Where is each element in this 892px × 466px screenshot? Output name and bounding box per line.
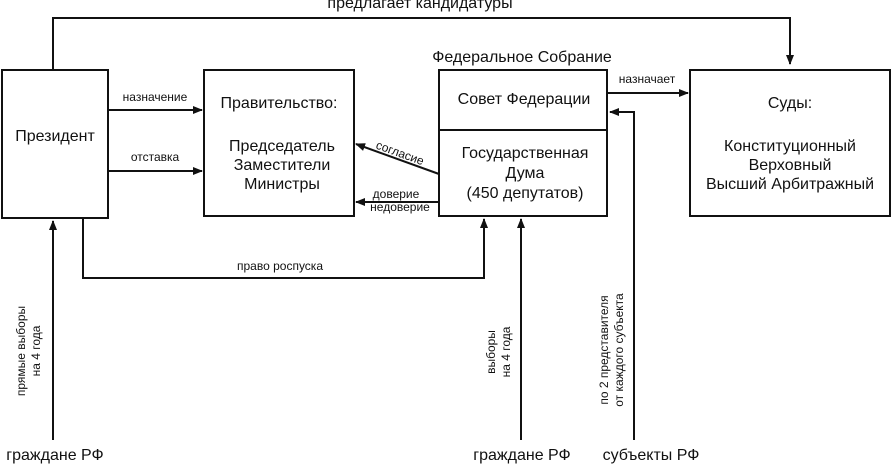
federal-assembly-title: Федеральное Собрание bbox=[432, 49, 612, 66]
direct-elections-label-2: на 4 года bbox=[29, 325, 43, 376]
representatives-label-1: по 2 представителя bbox=[597, 295, 611, 404]
courts-title: Суды: bbox=[768, 95, 812, 112]
government-member-ministers: Министры bbox=[244, 176, 320, 193]
trust-label: доверие bbox=[373, 187, 420, 201]
courts-member-supreme: Верховный bbox=[749, 157, 832, 174]
government-member-deputies: Заместители bbox=[234, 157, 331, 174]
government-box[interactable] bbox=[203, 69, 355, 217]
representatives-arrow bbox=[609, 108, 635, 440]
citizens-left-label: граждане РФ bbox=[6, 447, 103, 464]
dismissal-label: отставка bbox=[131, 150, 180, 164]
citizens-middle-label: граждане РФ bbox=[473, 447, 570, 464]
state-duma-line-3: (450 депутатов) bbox=[467, 185, 584, 202]
courts-member-arbitration: Высший Арбитражный bbox=[706, 176, 874, 193]
federation-council-title: Совет Федерации bbox=[458, 91, 591, 108]
duma-elections-label-2: на 4 года bbox=[499, 326, 513, 377]
president-title: Президент bbox=[15, 128, 95, 145]
representatives-label-2: от каждого субъекта bbox=[612, 293, 626, 407]
appoints-label: назначает bbox=[619, 72, 676, 86]
subjects-label: субъекты РФ bbox=[603, 447, 700, 464]
dissolution-right-arrow bbox=[82, 218, 488, 279]
state-duma-line-1: Государственная bbox=[462, 145, 589, 162]
dissolution-right-label: право роспуска bbox=[237, 259, 323, 273]
state-duma-box[interactable] bbox=[438, 129, 608, 217]
proposes-candidates-arrow bbox=[52, 17, 794, 70]
government-title: Правительство: bbox=[221, 95, 338, 112]
distrust-label: недоверие bbox=[370, 200, 430, 214]
direct-elections-label-1: прямые выборы bbox=[14, 306, 28, 396]
government-member-chairman: Председатель bbox=[229, 138, 335, 155]
duma-elections-label-1: выборы bbox=[484, 330, 498, 374]
courts-box[interactable] bbox=[689, 69, 891, 217]
appointment-label: назначение bbox=[123, 90, 188, 104]
proposes-candidates-label: предлагает кандидатуры bbox=[327, 0, 512, 12]
president-box[interactable] bbox=[1, 69, 109, 219]
consent-arrow bbox=[355, 143, 440, 175]
consent-label: согласие bbox=[374, 138, 426, 168]
state-duma-line-2: Дума bbox=[506, 165, 545, 182]
courts-member-constitutional: Конституционный bbox=[724, 138, 856, 155]
